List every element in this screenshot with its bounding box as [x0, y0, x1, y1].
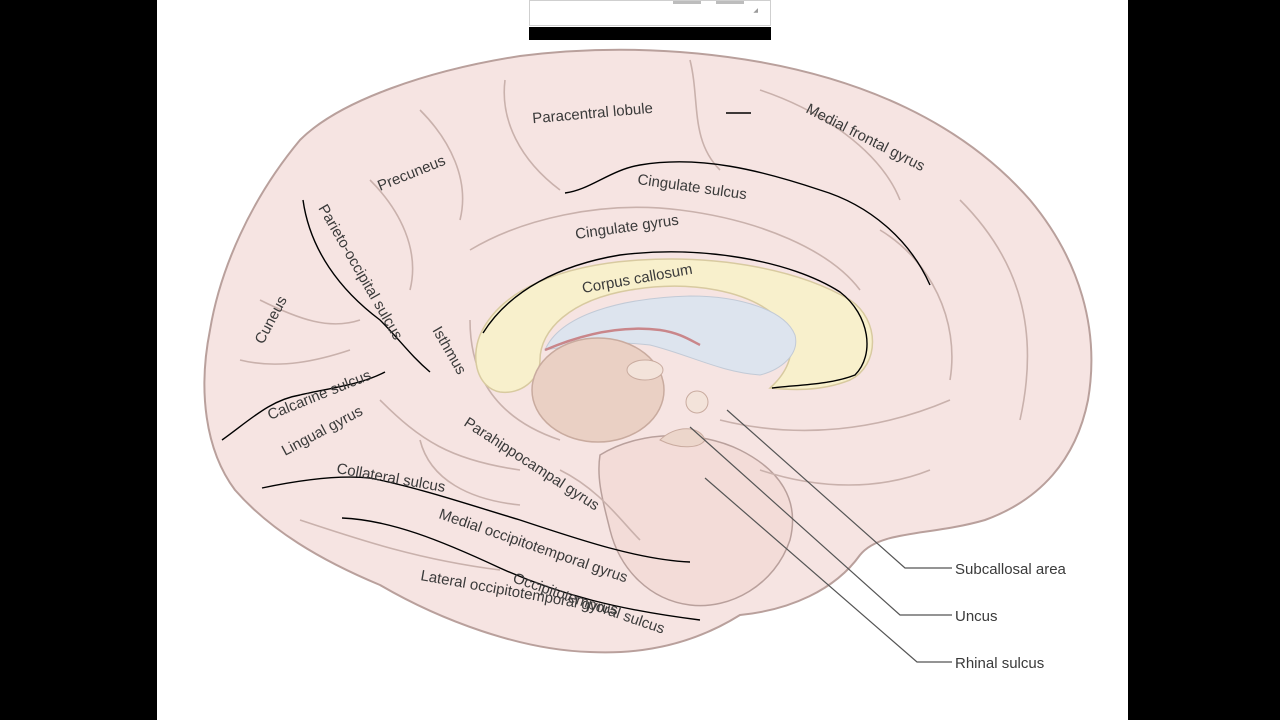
- occipitotemporal-line: [341, 517, 701, 621]
- thumbnail-resize-icon: ◢: [753, 8, 758, 14]
- callosal-line: [482, 251, 868, 389]
- choroid-plexus: [544, 327, 701, 352]
- callout-leaders: [689, 409, 952, 663]
- uncus-leader: [689, 426, 952, 616]
- temporal-pole: [598, 434, 794, 607]
- label-uncus: Uncus: [955, 608, 998, 625]
- annotation-lines: [221, 112, 931, 621]
- label-subcallosal-area: Subcallosal area: [955, 561, 1067, 578]
- brain-cortex: [203, 48, 1093, 654]
- rhinal-sulcus-leader: [704, 477, 952, 663]
- cingulate-sulcus-line: [564, 161, 931, 286]
- label-rhinal-sulcus: Rhinal sulcus: [955, 655, 1044, 672]
- interthalamic-adhesion: [626, 359, 664, 381]
- gyral-folds: [239, 59, 1029, 571]
- thumbnail-chip: [716, 1, 744, 4]
- anterior-commissure: [685, 390, 709, 414]
- thumbnail-bar: [529, 27, 771, 40]
- thumbnail-pane: ◢: [529, 0, 771, 26]
- thumbnail-window: ◢: [529, 0, 771, 40]
- collateral-line: [261, 476, 691, 563]
- thalamus: [531, 337, 665, 443]
- subcallosal-area-leader: [726, 409, 952, 569]
- calcarine-line: [221, 371, 386, 441]
- lateral-ventricle: [544, 295, 797, 376]
- thumbnail-chip: [673, 1, 701, 4]
- parieto-occipital-line: [302, 199, 431, 373]
